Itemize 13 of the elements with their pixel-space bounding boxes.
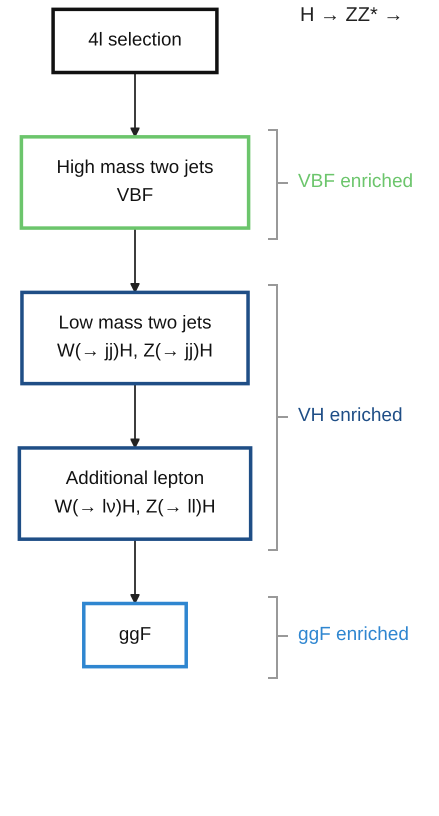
node-box: Additional lepton W(→ lν)H, Z(→ ll)H (18, 446, 252, 541)
arrow (130, 72, 140, 138)
group-label: VBF enriched (298, 171, 414, 194)
arrow (130, 228, 140, 293)
node-box: 4l selection (51, 8, 219, 74)
node-box: ggF (82, 602, 188, 668)
node-box: Low mass two jets W(→ jj)H, Z(→ jj)H (20, 290, 250, 386)
arrow (130, 539, 140, 604)
diagram-title: H → ZZ* → (300, 4, 404, 27)
group-label: VH enriched (298, 404, 403, 427)
group-label: ggF enriched (298, 624, 409, 646)
arrow (130, 384, 140, 448)
node-box: High mass two jets VBF (20, 135, 250, 230)
